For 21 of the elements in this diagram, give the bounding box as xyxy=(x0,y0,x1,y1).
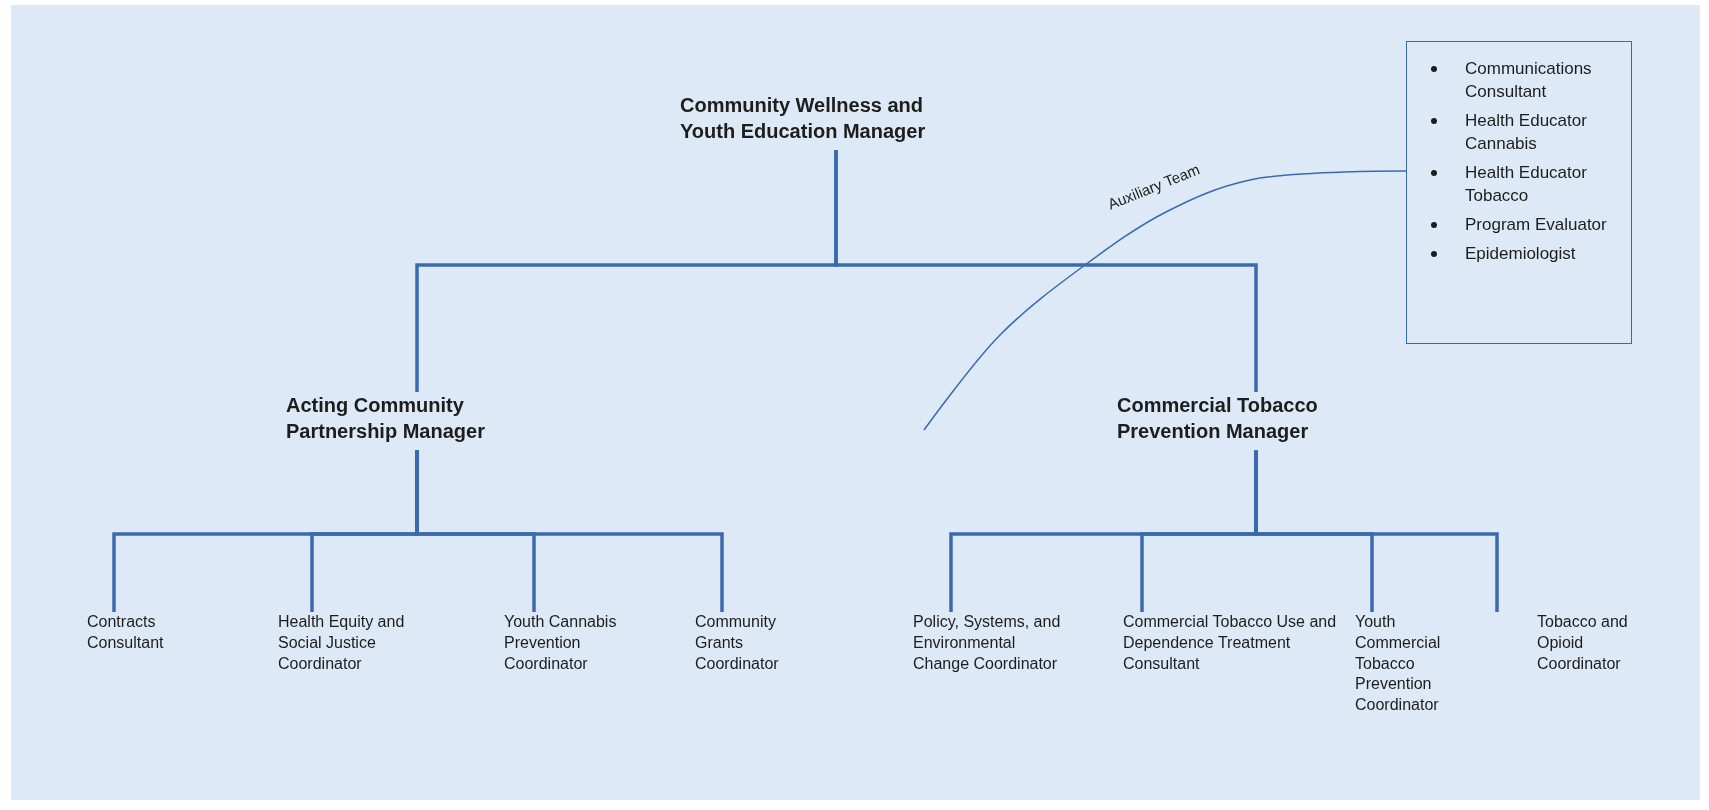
team-member-role: Program Evaluator xyxy=(1465,213,1608,236)
position-title: Community Grants Coordinator xyxy=(695,612,780,674)
curved-connector xyxy=(923,170,1407,431)
position-title: Commercial Tobacco Use and Dependence Treatment Consultant xyxy=(1123,612,1338,674)
reporting-line xyxy=(1254,450,1499,612)
reporting-line xyxy=(834,150,1258,392)
team-member-role: Health Educator Tobacco xyxy=(1465,161,1588,207)
team-member-role: Health Educator Cannabis xyxy=(1465,109,1588,155)
position-title: Health Equity and Social Justice Coordinator xyxy=(278,612,406,674)
position-title: Tobacco and Opioid Coordinator xyxy=(1537,612,1629,674)
team-member-role: Epidemiologist xyxy=(1465,242,1577,265)
team-member-role: Communications Consultant xyxy=(1465,58,1593,103)
auxiliary-team-box xyxy=(1406,41,1632,344)
position-title: Youth Cannabis Prevention Coordinator xyxy=(504,612,618,674)
position-title: Contracts Consultant xyxy=(87,612,165,653)
position-title: Youth Commercial Tobacco Prevention Coordinator xyxy=(1355,612,1442,716)
manager-title: Community Wellness and Youth Education Manager xyxy=(680,93,927,144)
reporting-line xyxy=(415,450,724,612)
manager-title: Acting Community Partnership Manager xyxy=(286,393,486,444)
position-title: Policy, Systems, and Environmental Change Coordinator xyxy=(913,612,1062,674)
manager-title: Commercial Tobacco Prevention Manager xyxy=(1117,393,1319,444)
